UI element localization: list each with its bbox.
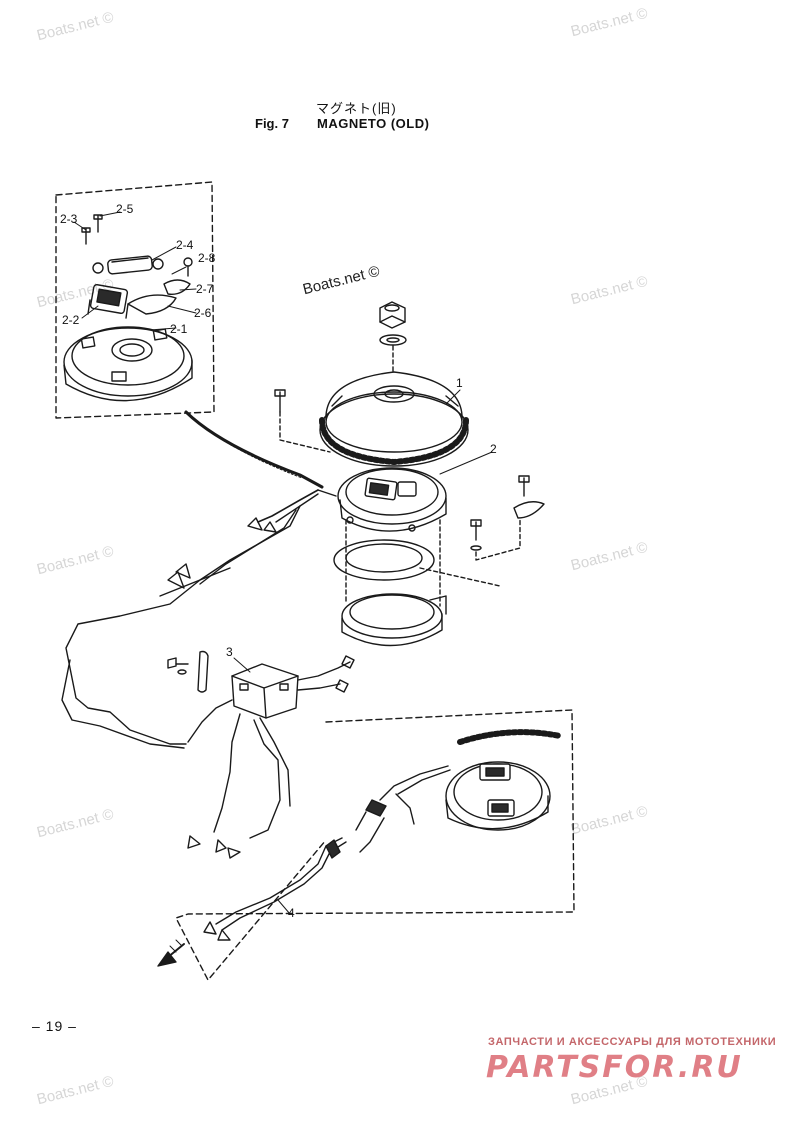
part-label-3: 3	[226, 645, 233, 659]
part-label-2: 2	[490, 442, 497, 456]
direction-arrow-icon	[157, 939, 185, 967]
stator-ring	[333, 539, 501, 587]
page-number: – 19 –	[32, 1018, 77, 1034]
figure-number: Fig. 7	[255, 116, 289, 131]
inset-base-plate-assembly	[55, 181, 324, 489]
part-label-2-2: 2-2	[62, 313, 80, 327]
page-title: MAGNETO (OLD)	[317, 116, 430, 131]
new-style-inset	[175, 709, 575, 981]
japanese-title: マグネト(旧)	[316, 101, 397, 116]
part-label-2-4: 2-4	[176, 238, 194, 252]
part-label-2-3: 2-3	[60, 212, 78, 226]
flywheel-nut	[379, 301, 407, 373]
flywheel	[319, 371, 469, 467]
part-label-1: 1	[456, 376, 463, 390]
part-label-2-7: 2-7	[196, 282, 214, 296]
part-label-2-8: 2-8	[198, 251, 216, 265]
brand-subtitle: ЗАПЧАСТИ И АКСЕССУАРЫ ДЛЯ МОТОТЕХНИКИ	[488, 1036, 777, 1048]
part-label-2-6: 2-6	[194, 306, 212, 320]
wiring-harness	[61, 489, 319, 749]
brand-logo: PARTSFOR.RU	[486, 1050, 743, 1085]
mounting-screws	[274, 389, 545, 561]
leader-lines	[73, 211, 493, 915]
stator-plate	[317, 467, 447, 532]
cdi-unit	[167, 650, 355, 859]
base-housing	[341, 519, 447, 647]
part-label-2-5: 2-5	[116, 202, 134, 216]
part-label-4: 4	[288, 906, 295, 920]
part-label-2-1: 2-1	[170, 322, 188, 336]
